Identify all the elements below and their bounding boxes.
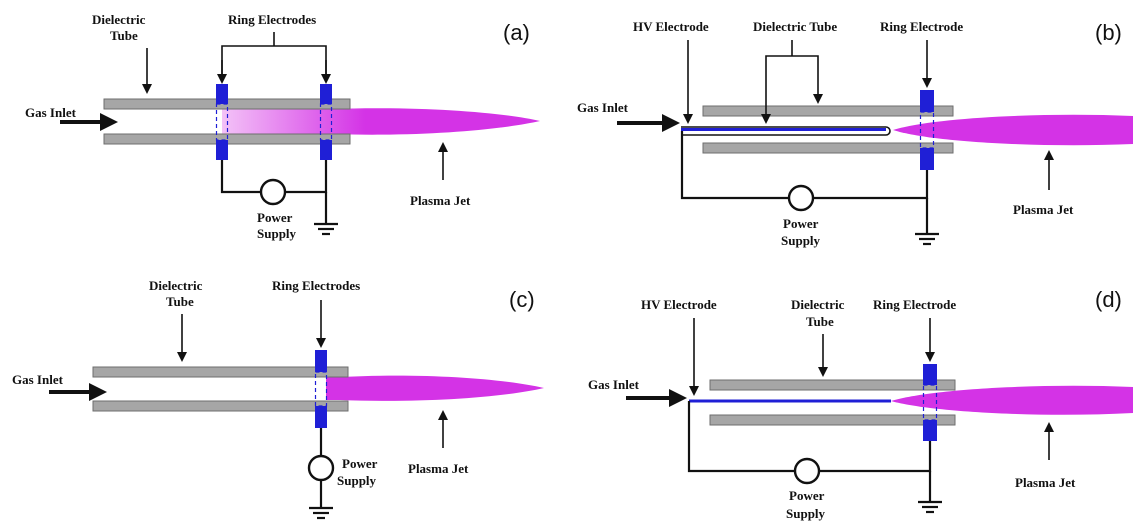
panel-d: (d) Gas Inlet HV Electrode Dielectric Tu… bbox=[588, 287, 1133, 521]
panel-b-power-label-line2: Supply bbox=[781, 233, 821, 248]
panel-a-plasma-label: Plasma Jet bbox=[410, 193, 471, 208]
panel-b-electrode-label: Ring Electrode bbox=[880, 19, 963, 34]
panel-b-tube-label: Dielectric Tube bbox=[753, 19, 837, 34]
panel-c-power-supply-icon bbox=[307, 454, 335, 482]
panel-c-tube-label-line1: Dielectric bbox=[149, 278, 203, 293]
panel-a-ring-electrode-1-bottom bbox=[216, 140, 228, 160]
panel-b-hv-label: HV Electrode bbox=[633, 19, 709, 34]
panel-b-plasma-label: Plasma Jet bbox=[1013, 202, 1074, 217]
panel-a-ring-electrode-2-outline bbox=[319, 103, 333, 141]
panel-a-tube-label-line1: Dielectric bbox=[92, 12, 146, 27]
panel-c-tag: (c) bbox=[509, 287, 535, 312]
panel-c-ring-electrode-outline bbox=[314, 371, 328, 407]
panel-d-gas-inlet-label: Gas Inlet bbox=[588, 377, 640, 392]
panel-d-wire-right bbox=[820, 441, 932, 473]
panel-d-tube-label-line1: Dielectric bbox=[791, 297, 845, 312]
panel-c-electrode-label: Ring Electrodes bbox=[272, 278, 360, 293]
panel-c-ground-icon bbox=[309, 506, 333, 520]
panel-d-hv-label: HV Electrode bbox=[641, 297, 717, 312]
panel-c-tube-wall-top bbox=[92, 366, 349, 378]
panel-d-ring-electrode-top bbox=[923, 364, 937, 385]
panel-a-electrode-bracket bbox=[221, 45, 327, 78]
panel-c-plasma-jet bbox=[326, 375, 544, 401]
panel-b-power-label-line1: Power bbox=[783, 216, 819, 231]
panel-a-power-label-line1: Power bbox=[257, 210, 293, 225]
panel-b-tube-wall-bottom bbox=[702, 142, 954, 154]
panel-c-power-label-line1: Power bbox=[342, 456, 378, 471]
panel-b-ring-electrode-top bbox=[920, 90, 934, 112]
panel-a-ring-electrode-1-top bbox=[216, 84, 228, 104]
panel-a-ground-icon bbox=[314, 222, 338, 236]
panel-d-electrode-label: Ring Electrode bbox=[873, 297, 956, 312]
panel-c-plasma-label: Plasma Jet bbox=[408, 461, 469, 476]
panel-b-wire-left bbox=[680, 131, 788, 200]
panel-a-power-supply-icon bbox=[259, 178, 287, 206]
panel-c-gas-inlet-label: Gas Inlet bbox=[12, 372, 64, 387]
panel-b-ring-electrode-bottom bbox=[920, 148, 934, 170]
panel-a-electrode-label: Ring Electrodes bbox=[228, 12, 316, 27]
panel-d-wire-left bbox=[687, 401, 794, 473]
panel-a: (a) Gas Inlet Dielectric Tube Ring Elect… bbox=[25, 12, 540, 241]
panel-d-tube-label-line2: Tube bbox=[806, 314, 834, 329]
panel-a-power-label-line2: Supply bbox=[257, 226, 297, 241]
panel-a-gas-inlet-label: Gas Inlet bbox=[25, 105, 77, 120]
panel-d-tube-wall-bottom bbox=[709, 414, 956, 426]
panel-b-gas-inlet-label: Gas Inlet bbox=[577, 100, 629, 115]
panel-d-plasma-label: Plasma Jet bbox=[1015, 475, 1076, 490]
panel-c-tube-label-line2: Tube bbox=[166, 294, 194, 309]
panel-d-ground-icon bbox=[918, 500, 942, 514]
panel-b: (b) Gas Inlet HV Electrode Dielectric Tu… bbox=[577, 19, 1133, 248]
panel-d-ring-electrode-bottom bbox=[923, 420, 937, 441]
panel-b-tube-bracket bbox=[765, 55, 819, 70]
panel-a-ring-electrode-2-top bbox=[320, 84, 332, 104]
panel-b-plasma-jet bbox=[893, 114, 1133, 146]
panel-b-tube-wall-top bbox=[702, 105, 954, 117]
panel-a-ring-electrode-2-bottom bbox=[320, 140, 332, 160]
panel-a-plasma-jet bbox=[222, 108, 540, 135]
panel-c-ring-electrode-bottom bbox=[315, 406, 327, 428]
panel-a-wire-left bbox=[220, 160, 260, 194]
panel-a-ring-electrode-1-outline bbox=[215, 103, 229, 141]
panel-d-ring-electrode-outline bbox=[922, 384, 938, 421]
panel-a-wire-right bbox=[286, 160, 328, 194]
panel-d-plasma-jet bbox=[891, 385, 1133, 415]
panel-d-power-label-line1: Power bbox=[789, 488, 825, 503]
panel-b-ring-electrode-outline bbox=[919, 111, 935, 149]
panel-d-power-label-line2: Supply bbox=[786, 506, 826, 521]
panel-c-power-label-line2: Supply bbox=[337, 473, 377, 488]
panel-a-tag: (a) bbox=[503, 20, 530, 45]
panel-d-tube-wall-top bbox=[709, 379, 956, 391]
panel-d-power-supply-icon bbox=[793, 457, 821, 485]
panel-c-tube-wall-bottom bbox=[92, 400, 349, 412]
panel-d-tag: (d) bbox=[1095, 287, 1122, 312]
panel-c: (c) Gas Inlet Dielectric Tube Ring Elect… bbox=[12, 278, 544, 520]
panel-a-tube-label-line2: Tube bbox=[110, 28, 138, 43]
panel-b-tag: (b) bbox=[1095, 20, 1122, 45]
panel-b-wire-right bbox=[814, 170, 929, 200]
panel-b-power-supply-icon bbox=[787, 184, 815, 212]
panel-b-ground-icon bbox=[915, 232, 939, 246]
panel-c-ring-electrode-top bbox=[315, 350, 327, 372]
